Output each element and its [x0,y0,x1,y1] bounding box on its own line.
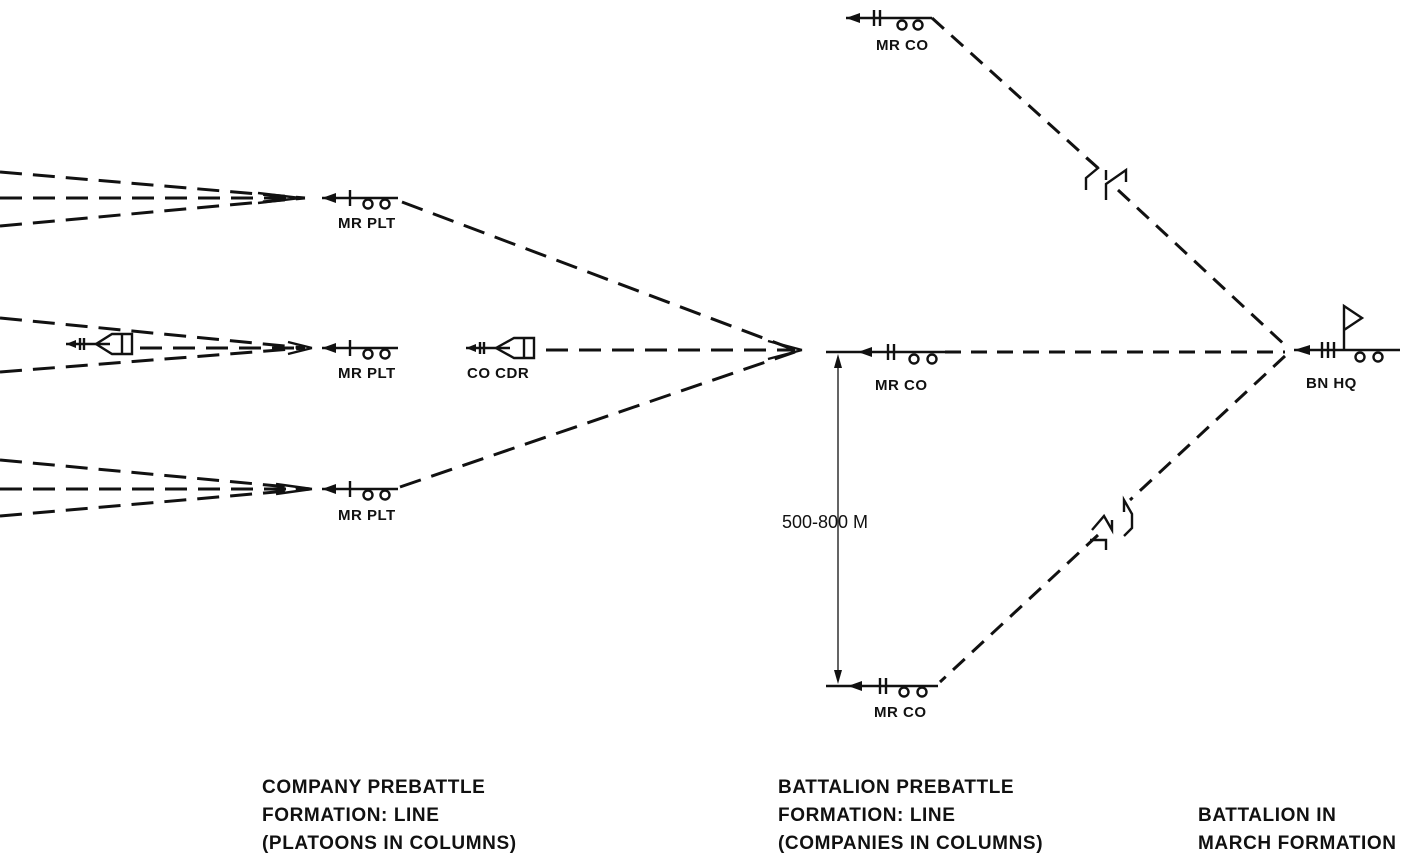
company-formation-caption: COMPANY PREBATTLE FORMATION: LINE (PLATO… [262,774,517,858]
top-platoon-column-lines [0,170,306,228]
battalion-route-lines [930,16,1289,684]
caption-line: (PLATOONS IN COLUMNS) [262,833,517,854]
co-cdr-symbol [466,336,536,360]
caption-line: (COMPANIES IN COLUMNS) [778,833,1044,854]
caption-line: FORMATION: LINE [262,805,440,826]
mr-co-mid-symbol [826,344,945,365]
turn-symbol-top [1084,157,1128,200]
mr-co-top-symbol [846,10,932,31]
unit-label-mr-co-mid: MR CO [875,377,928,394]
distance-dimension [834,354,842,684]
march-formation-caption: BATTALION IN MARCH FORMATION [1198,802,1397,858]
unit-label-mr-plt-bot: MR PLT [338,507,396,524]
unit-label-bn-hq: BN HQ [1306,375,1357,392]
turn-symbol-bottom [1090,495,1134,550]
bottom-platoon-column-lines [0,458,313,518]
distance-label: 500-800 M [782,512,868,532]
unit-label-mr-co-top: MR CO [876,37,929,54]
mr-co-bot-symbol [826,678,938,698]
caption-line: BATTALION PREBATTLE [778,777,1015,798]
mr-plt-bot-symbol [322,481,398,501]
unit-label-co-cdr: CO CDR [467,365,529,382]
command-vehicle-left-symbol [66,332,134,356]
middle-platoon-column-lines [0,316,313,374]
company-convergence-lines [399,200,803,489]
caption-line: COMPANY PREBATTLE [262,777,486,798]
caption-line: MARCH FORMATION [1198,833,1397,854]
unit-label-mr-plt-mid: MR PLT [338,365,396,382]
battalion-formation-caption: BATTALION PREBATTLE FORMATION: LINE (COM… [778,774,1043,858]
mr-plt-top-symbol [322,190,398,210]
mr-plt-mid-symbol [322,340,398,360]
unit-label-mr-plt-top: MR PLT [338,215,396,232]
caption-line: BATTALION IN [1198,805,1337,826]
unit-label-mr-co-bot: MR CO [874,704,927,721]
caption-line: FORMATION: LINE [778,805,956,826]
bn-hq-symbol [1294,303,1400,363]
